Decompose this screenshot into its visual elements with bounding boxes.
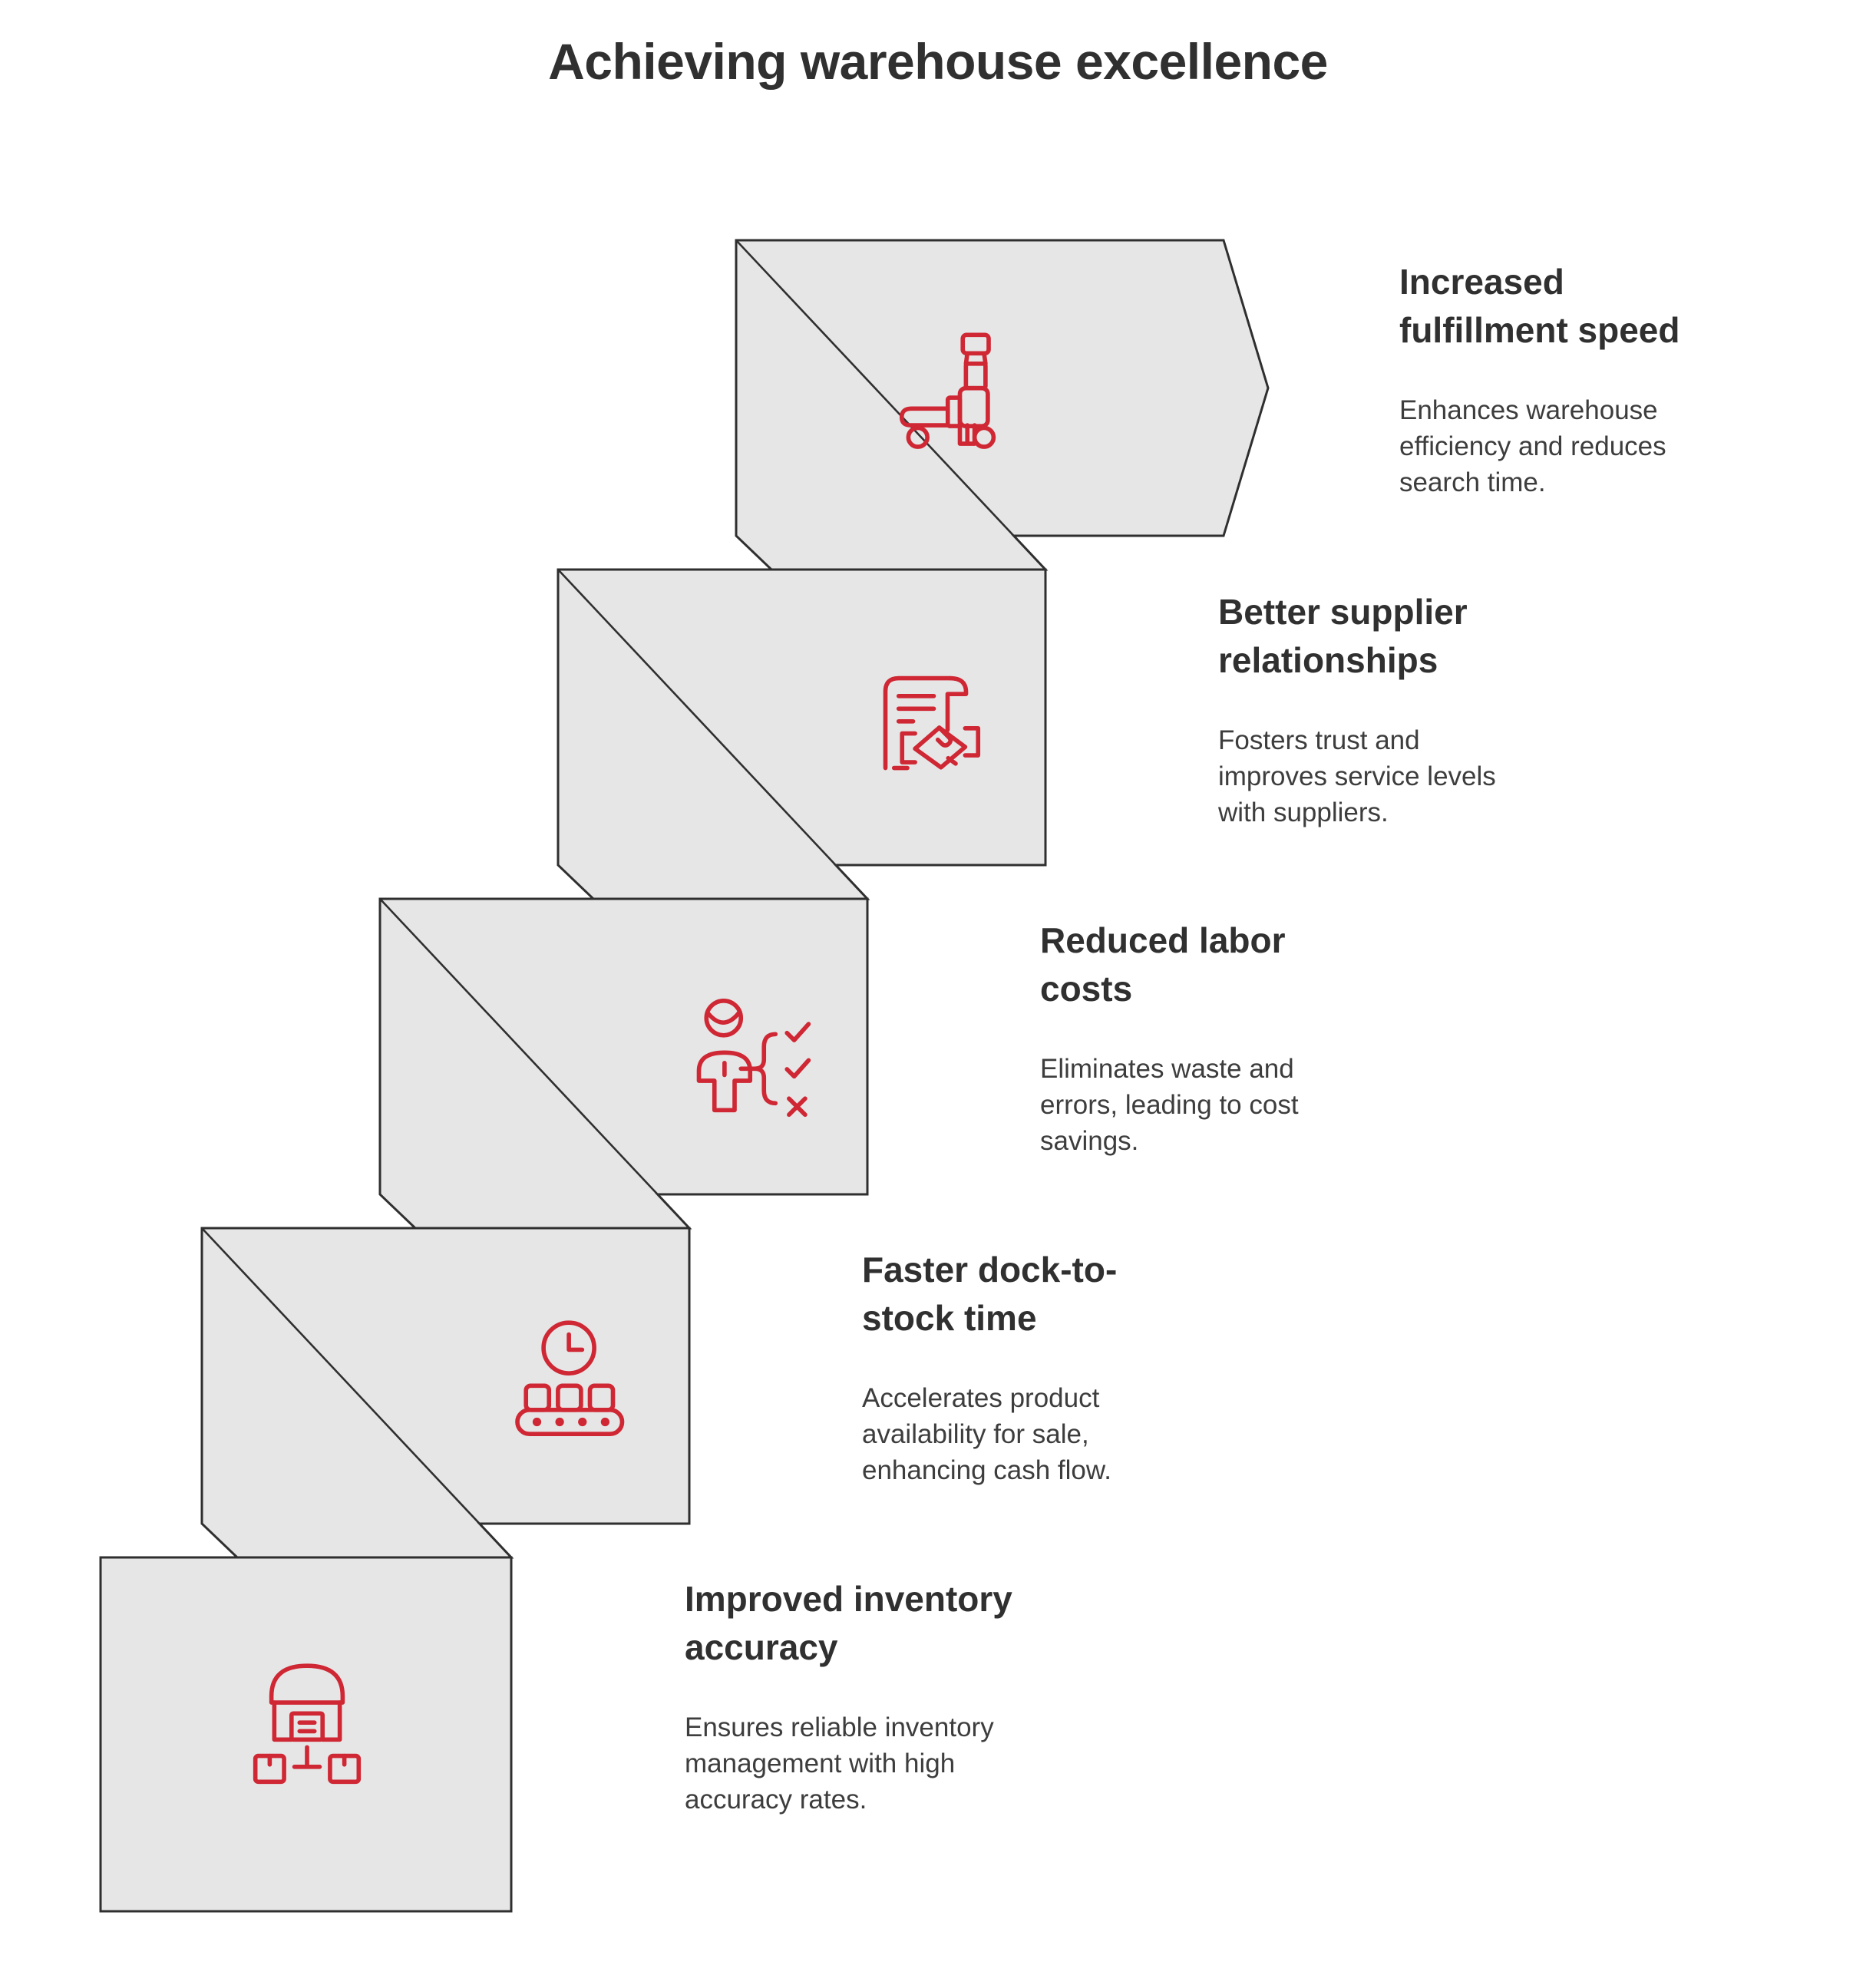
step-1-fold-line: [735, 239, 1046, 570]
pallet-jack-icon: [899, 332, 996, 449]
page-title: Achieving warehouse excellence: [548, 33, 1328, 90]
contract-handshake-icon: [883, 675, 981, 771]
conveyor-clock-icon: [515, 1320, 625, 1437]
step-5-tile: [99, 1556, 513, 1913]
step-3-fold-line: [379, 898, 690, 1229]
step-4-description: Accelerates product availability for sal…: [862, 1383, 1111, 1485]
step-3-description: Eliminates waste and errors, leading to …: [1040, 1054, 1299, 1156]
step-4-fold-line: [201, 1227, 512, 1558]
step-2-description: Fosters trust and improves service level…: [1218, 725, 1496, 827]
step-5-text: Improved inventory accuracy Ensures reli…: [685, 1575, 1068, 1818]
warehouse-distribution-icon: [253, 1663, 362, 1785]
step-1-text: Increased fulfillment speed Enhances war…: [1399, 258, 1783, 501]
step-3-text: Reduced labor costs Eliminates waste and…: [1040, 916, 1424, 1160]
step-1-description: Enhances warehouse efficiency and reduce…: [1399, 395, 1666, 497]
step-3-title: Reduced labor costs: [1040, 920, 1286, 1009]
step-5-title: Improved inventory accuracy: [685, 1579, 1012, 1668]
step-5-description: Ensures reliable inventory management wi…: [685, 1712, 994, 1815]
step-1-title: Increased fulfillment speed: [1399, 262, 1680, 351]
step-2-title: Better supplier relationships: [1218, 592, 1468, 681]
step-4-title: Faster dock-to- stock time: [862, 1250, 1118, 1339]
step-2-text: Better supplier relationships Fosters tr…: [1218, 588, 1602, 831]
step-2-fold-line: [557, 569, 868, 900]
step-4-text: Faster dock-to- stock time Accelerates p…: [862, 1246, 1246, 1489]
worker-checklist-icon: [696, 998, 811, 1118]
